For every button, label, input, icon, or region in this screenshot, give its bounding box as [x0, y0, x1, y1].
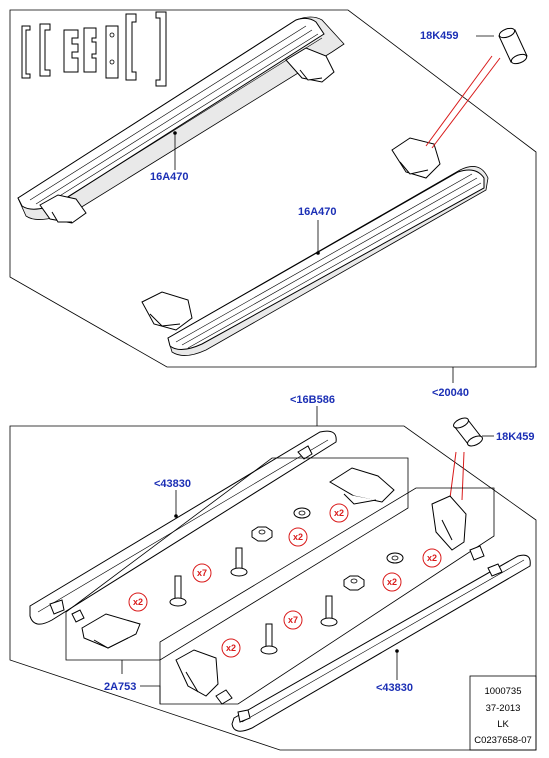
trim-strip-upper	[29, 430, 337, 625]
bracket-left	[71, 609, 141, 649]
nut-right-icon	[343, 575, 365, 591]
svg-text:x2: x2	[293, 532, 303, 542]
callout-trim-lower[interactable]: <43830	[376, 682, 413, 694]
qty-bolt-lower: x7	[283, 610, 303, 630]
qty-washer-upper: x2	[329, 503, 349, 523]
sleeve-top-icon	[498, 27, 528, 65]
info-line-2: 37-2013	[486, 703, 521, 714]
bolt-lower-left-icon	[169, 575, 187, 607]
sleeve-bottom-pointer	[449, 451, 465, 501]
callout-kit-bottom[interactable]: <16B586	[290, 394, 335, 406]
leader-dot	[395, 649, 399, 653]
bolt-lower-icon	[320, 595, 338, 627]
bracket-bottom	[175, 649, 233, 705]
running-board-upper	[17, 16, 345, 224]
svg-text:x7: x7	[197, 568, 207, 578]
info-line-1: 1000735	[485, 686, 522, 697]
qty-nut-right: x2	[382, 572, 402, 592]
bolt-upper-icon	[230, 547, 248, 577]
sleeve-top-pointer	[425, 55, 501, 149]
washer-right-icon	[386, 552, 404, 564]
callout-step-upper[interactable]: 16A470	[150, 171, 189, 183]
callout-sleeve-top[interactable]: 18K459	[420, 30, 459, 42]
qty-washer-right: x2	[422, 548, 442, 568]
callout-sleeve-bottom[interactable]: 18K459	[496, 431, 535, 443]
qty-bolt-lower-left: x2	[128, 592, 148, 612]
sleeve-bottom-icon	[453, 417, 483, 447]
bracket-right-side	[431, 495, 485, 561]
qty-bolt-upper: x7	[192, 563, 212, 583]
leader-bracket	[121, 660, 161, 704]
bolt-bottom-icon	[260, 623, 278, 655]
top-group-outline	[9, 9, 537, 368]
bracket-upper-right	[329, 467, 395, 505]
callout-step-lower[interactable]: 16A470	[298, 206, 337, 218]
washer-upper-icon	[293, 507, 311, 519]
leader-dot	[174, 514, 178, 518]
qty-bolt-bottom: x2	[221, 638, 241, 658]
info-line-3: LK	[497, 719, 509, 730]
qty-nut-upper: x2	[288, 527, 308, 547]
running-board-lower	[141, 137, 489, 356]
svg-text:x2: x2	[133, 597, 143, 607]
clip-plates	[21, 11, 167, 87]
callout-bracket[interactable]: 2A753	[104, 681, 136, 693]
svg-text:x2: x2	[334, 508, 344, 518]
leader-dot	[316, 251, 320, 255]
svg-text:x2: x2	[387, 577, 397, 587]
nut-upper-icon	[251, 526, 273, 542]
svg-text:x7: x7	[288, 615, 298, 625]
trim-strip-lower	[231, 554, 531, 732]
svg-text:x2: x2	[226, 643, 236, 653]
info-box: 1000735 37-2013 LK C0237658-07	[469, 675, 537, 751]
leader-dot	[173, 131, 177, 135]
callout-trim-upper[interactable]: <43830	[154, 478, 191, 490]
callout-kit-top[interactable]: <20040	[432, 387, 469, 399]
svg-text:x2: x2	[427, 553, 437, 563]
bracket-outline-left	[65, 457, 409, 661]
info-line-4: C0237658-07	[474, 735, 532, 746]
